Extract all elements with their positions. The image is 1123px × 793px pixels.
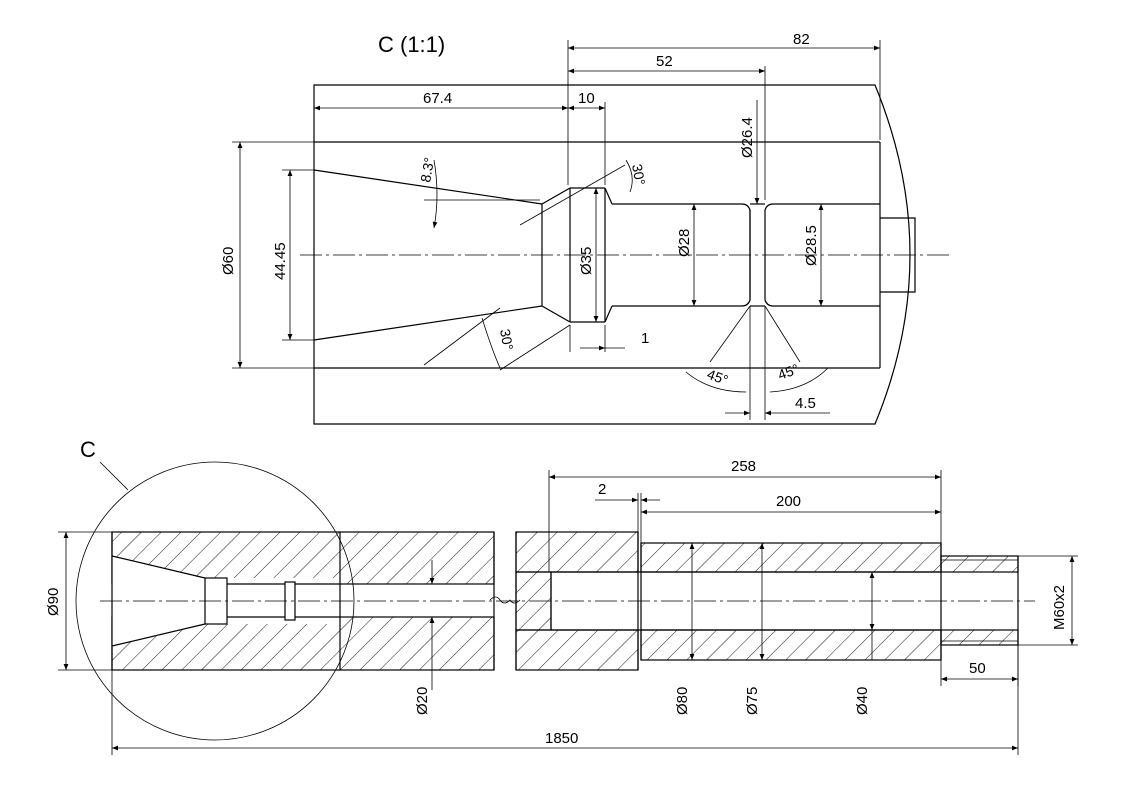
detail-title: C (1:1) xyxy=(378,32,445,57)
svg-text:30°: 30° xyxy=(497,328,516,352)
dim-67-4: 67.4 xyxy=(314,90,568,111)
svg-text:10: 10 xyxy=(578,90,595,107)
svg-text:200: 200 xyxy=(776,493,801,510)
dim-1850: 1850 xyxy=(111,645,1019,755)
svg-text:1: 1 xyxy=(641,330,649,347)
svg-text:Ø20: Ø20 xyxy=(414,687,431,715)
dim-1: 1 xyxy=(569,325,649,352)
detail-outline xyxy=(313,84,911,425)
svg-text:82: 82 xyxy=(793,31,810,48)
svg-text:44.45: 44.45 xyxy=(272,242,289,280)
svg-text:M60x2: M60x2 xyxy=(1051,585,1068,630)
svg-text:45°: 45° xyxy=(705,366,730,388)
svg-text:2: 2 xyxy=(598,481,606,498)
dim-200: 200 xyxy=(641,493,941,515)
svg-text:1850: 1850 xyxy=(545,730,578,747)
svg-text:45°: 45° xyxy=(776,361,801,383)
dim-82: 82 xyxy=(567,31,881,185)
detail-label: C xyxy=(80,437,96,462)
dim-2: 2 xyxy=(595,481,660,543)
dim-angle-45-left: 45° xyxy=(685,305,751,393)
svg-text:50: 50 xyxy=(969,660,986,677)
dim-dia-20: Ø20 xyxy=(414,560,435,715)
dim-258: 258 xyxy=(548,458,942,572)
dim-dia-26-4: Ø26.4 xyxy=(739,100,760,204)
detail-circle-c: C xyxy=(75,437,355,741)
svg-text:Ø60: Ø60 xyxy=(220,247,237,275)
dim-4-5: 4.5 xyxy=(725,306,830,420)
dim-52: 52 xyxy=(568,53,766,200)
break-mark xyxy=(489,596,521,604)
dim-dia-28-5: Ø28.5 xyxy=(803,204,824,306)
dim-dia-60: Ø60 xyxy=(220,141,314,369)
svg-text:Ø80: Ø80 xyxy=(674,687,691,715)
bore-profile xyxy=(313,169,880,341)
svg-text:Ø35: Ø35 xyxy=(578,247,595,275)
dim-dia-90: Ø90 xyxy=(45,531,112,671)
svg-text:4.5: 4.5 xyxy=(795,395,816,412)
svg-text:258: 258 xyxy=(731,458,756,475)
dim-angle-30-bottom: 30° xyxy=(423,307,571,371)
svg-text:Ø90: Ø90 xyxy=(45,588,62,616)
dim-dia-80: Ø80 xyxy=(674,543,695,715)
dim-50: 50 xyxy=(940,645,1019,686)
svg-text:8.3°: 8.3° xyxy=(417,156,437,183)
svg-text:Ø26.4: Ø26.4 xyxy=(739,117,756,158)
dim-m60x2: M60x2 xyxy=(1018,555,1078,646)
svg-text:Ø28: Ø28 xyxy=(676,229,693,257)
dim-angle-8-3: 8.3° xyxy=(417,156,540,229)
detail-view-c: C (1:1) xyxy=(220,31,950,425)
dim-angle-45-right: 45° xyxy=(764,305,829,393)
svg-text:Ø40: Ø40 xyxy=(854,687,871,715)
svg-text:Ø28.5: Ø28.5 xyxy=(803,225,820,266)
dim-dia-40: Ø40 xyxy=(854,572,875,715)
dim-dia-35: Ø35 xyxy=(578,188,599,322)
svg-text:Ø75: Ø75 xyxy=(744,687,761,715)
dim-dia-28: Ø28 xyxy=(676,204,697,306)
svg-text:30°: 30° xyxy=(629,163,648,187)
dim-angle-30-top: 30° xyxy=(519,159,648,226)
dim-44-45: 44.45 xyxy=(272,169,314,341)
svg-text:67.4: 67.4 xyxy=(423,90,452,107)
main-view: C 258 2 200 Ø90 xyxy=(45,437,1078,755)
dim-10: 10 xyxy=(568,90,606,185)
svg-text:52: 52 xyxy=(656,53,673,70)
dim-dia-75: Ø75 xyxy=(744,543,765,715)
